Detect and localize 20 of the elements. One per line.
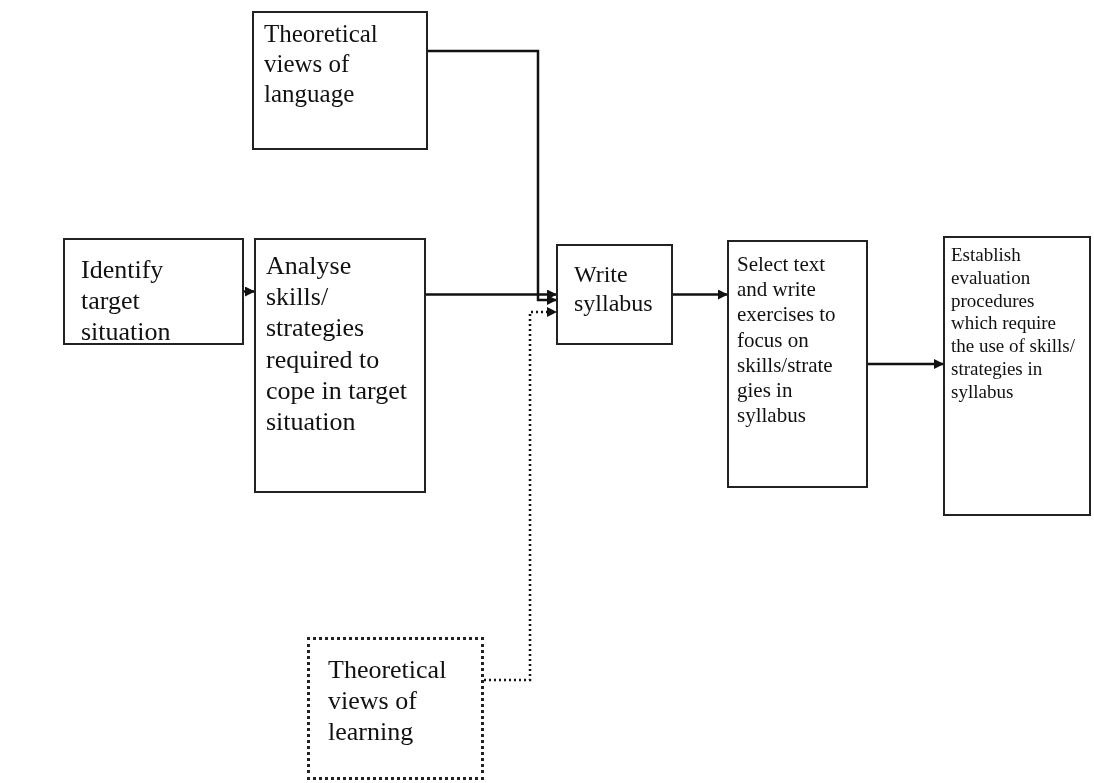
arrow [484, 307, 557, 682]
process-box [252, 11, 428, 150]
arrow [244, 286, 255, 297]
box-text: Write syllabus [574, 260, 654, 318]
arrow [868, 359, 944, 369]
box-text: Analyse skills/ strategies required to cope in target situation [266, 250, 409, 438]
box-text: Establish evaluation procedures which require the use of skills/ strategies in syllabus [951, 244, 1077, 404]
arrow [428, 49, 557, 305]
process-box [254, 238, 426, 493]
box-text: Theoretical views of language [264, 19, 379, 109]
process-box [307, 637, 484, 780]
process-box [556, 244, 673, 345]
box-text: Select text and write exercises to focus on skills/strate gies in syllabus [737, 252, 837, 429]
arrow [426, 289, 557, 300]
process-box [63, 238, 244, 345]
arrow [673, 289, 728, 300]
box-text: Theoretical views of learning [328, 654, 448, 748]
box-text: Identify target situation [81, 254, 172, 348]
process-box [727, 240, 868, 488]
process-box [943, 236, 1091, 516]
